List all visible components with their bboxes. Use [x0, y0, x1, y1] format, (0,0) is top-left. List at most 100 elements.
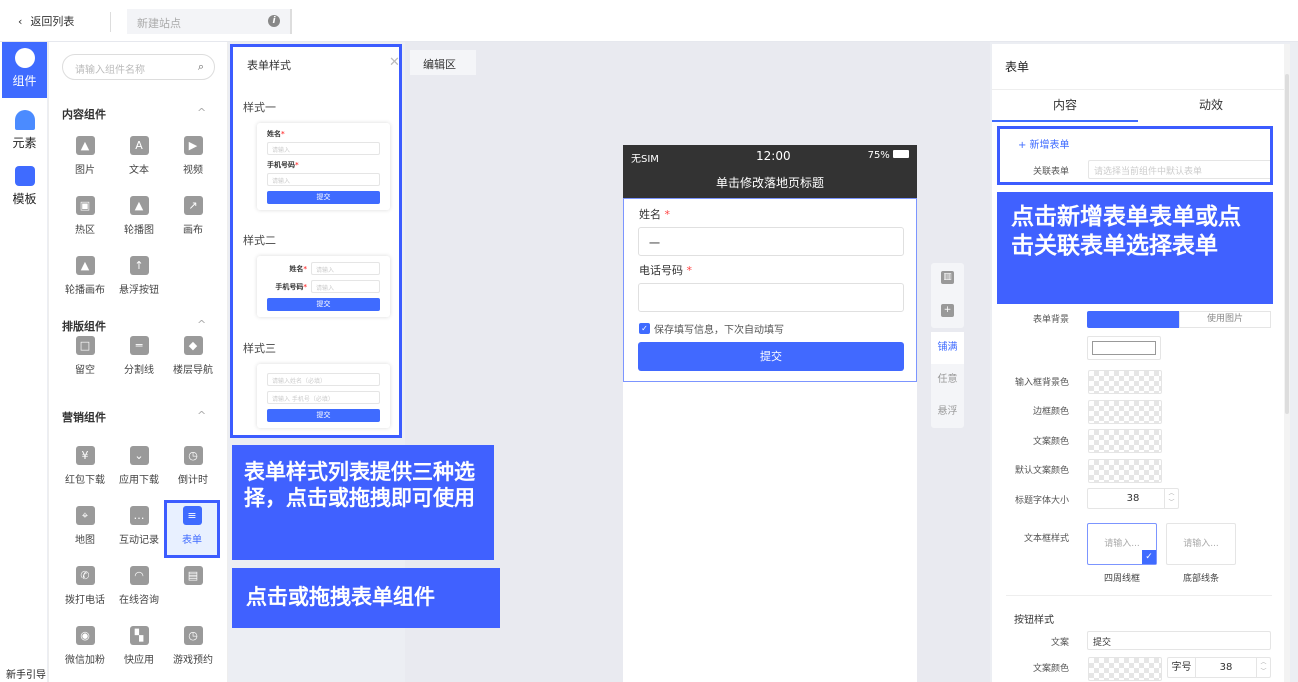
- nav-components[interactable]: 组件: [2, 42, 47, 98]
- callout-drag-form: 点击或拖拽表单组件: [232, 568, 500, 628]
- phone-preview: 无SIM 12:00 75% 单击修改落地页标题 姓名 * 一 电话号码 * ✓…: [623, 145, 917, 682]
- style-one-card[interactable]: 姓名* 请输入 手机号码* 请输入 提交: [257, 123, 390, 210]
- form-style-panel: 表单样式 ✕ 样式一 姓名* 请输入 手机号码* 请输入 提交 样式二 姓名*请…: [230, 44, 402, 438]
- back-to-list-button[interactable]: ‹返回列表: [18, 15, 75, 28]
- bg-color-picker[interactable]: [1087, 336, 1161, 360]
- trash-icon[interactable]: ▥: [941, 271, 954, 284]
- component-item[interactable]: ▶视频: [165, 130, 221, 188]
- section-layout[interactable]: 排版组件^: [62, 318, 207, 333]
- component-item[interactable]: ▲ 图片: [57, 130, 113, 188]
- duplicate-icon[interactable]: +: [941, 304, 954, 317]
- search-icon: ⌕: [197, 60, 204, 73]
- preview-button: 提交: [267, 191, 380, 204]
- form-component[interactable]: 姓名 * 一 电话号码 * ✓保存填写信息，下次自动填写 提交: [623, 198, 917, 382]
- style-two-card[interactable]: 姓名*请输入 手机号码*请输入 提交: [257, 256, 390, 317]
- preview-input: 请输入姓名（必填）: [267, 373, 380, 386]
- component-item[interactable]: ▤: [165, 560, 221, 618]
- component-label: 微信加粉: [65, 655, 105, 666]
- layout-modes: 铺满 任意 悬浮: [931, 332, 964, 428]
- button-text-color-picker[interactable]: [1088, 657, 1162, 681]
- submit-button[interactable]: 提交: [638, 342, 904, 371]
- input-bg-color-picker[interactable]: [1088, 370, 1162, 394]
- input-bg-label: 输入框背景色: [1014, 378, 1069, 388]
- component-item[interactable]: ◷倒计时: [165, 440, 221, 498]
- mode-free[interactable]: 任意: [937, 374, 958, 385]
- component-label: 文本: [129, 165, 149, 176]
- component-item[interactable]: ◷游戏预约: [165, 620, 221, 678]
- text-color-picker[interactable]: [1088, 429, 1162, 453]
- component-item[interactable]: ↗画布: [165, 190, 221, 248]
- section-content[interactable]: 内容组件^: [62, 106, 207, 121]
- nav-elements[interactable]: 元素: [2, 104, 47, 160]
- bg-image-option[interactable]: 使用图片: [1179, 311, 1271, 328]
- component-item[interactable]: ◉微信加粉: [57, 620, 113, 678]
- clock: 12:00: [756, 149, 791, 163]
- beginner-guide-link[interactable]: 新手引导: [6, 670, 46, 681]
- component-icon: ▲: [75, 256, 95, 275]
- tabs: 内容 动效: [992, 89, 1284, 122]
- component-search-input[interactable]: 请输入组件名称⌕: [62, 54, 215, 80]
- style-label: 样式一: [243, 101, 276, 114]
- tab-editor[interactable]: 编辑区: [410, 50, 476, 75]
- chevron-up-icon: ^: [197, 106, 207, 119]
- add-form-button[interactable]: + 新增表单: [1018, 140, 1070, 151]
- button-text-label: 文案: [1050, 638, 1069, 648]
- nav-templates[interactable]: 模板: [2, 160, 47, 216]
- section-marketing[interactable]: 营销组件^: [62, 409, 207, 424]
- component-item[interactable]: ◆楼层导航: [165, 330, 221, 388]
- component-icon: ▶: [183, 136, 203, 155]
- component-item[interactable]: …互动记录: [111, 500, 167, 558]
- style-three-card[interactable]: 请输入姓名（必填） 请输入 手机号（必填） 提交: [257, 364, 390, 428]
- close-icon[interactable]: ✕: [389, 55, 400, 70]
- stepper-arrows-icon[interactable]: ︿﹀: [1164, 489, 1178, 508]
- mode-float[interactable]: 悬浮: [937, 406, 958, 417]
- component-item[interactable]: □留空: [57, 330, 113, 388]
- component-item[interactable]: ▲轮播画布: [57, 250, 113, 308]
- checkbox-checked-icon: ✓: [639, 323, 650, 334]
- textbox-style-underline-option[interactable]: 请输入...: [1166, 523, 1236, 565]
- option-caption: 底部线条: [1182, 574, 1219, 584]
- component-label: 画布: [183, 225, 203, 236]
- border-color-label: 边框颜色: [1032, 407, 1069, 417]
- component-icon: ▲: [129, 196, 149, 215]
- tab-animation[interactable]: 动效: [1198, 98, 1223, 112]
- component-item[interactable]: ▚快应用: [111, 620, 167, 678]
- callout-new-form: 点击新增表单表单或点击关联表单选择表单: [997, 192, 1273, 304]
- component-item[interactable]: ✆拨打电话: [57, 560, 113, 618]
- component-item-selected[interactable]: ≡表单: [164, 500, 220, 558]
- textbox-style-box-option[interactable]: 请输入...✓: [1087, 523, 1157, 565]
- component-item[interactable]: ◠在线咨询: [111, 560, 167, 618]
- component-item[interactable]: ▲轮播图: [111, 190, 167, 248]
- tab-content[interactable]: 内容: [992, 90, 1138, 122]
- component-label: 图片: [75, 165, 95, 176]
- component-item[interactable]: ═分割线: [111, 330, 167, 388]
- component-item[interactable]: ▣热区: [57, 190, 113, 248]
- border-color-picker[interactable]: [1088, 400, 1162, 424]
- component-icon: ◷: [183, 626, 203, 645]
- info-icon[interactable]: i: [268, 15, 280, 27]
- bg-color-option[interactable]: [1087, 311, 1179, 328]
- field-label: 姓名: [289, 264, 304, 273]
- scrollbar[interactable]: [1284, 44, 1290, 682]
- component-item[interactable]: ¥红包下载: [57, 440, 113, 498]
- stepper-arrows-icon[interactable]: ︿﹀: [1256, 658, 1270, 677]
- button-text-input[interactable]: 提交: [1087, 631, 1271, 650]
- name-input[interactable]: 一: [638, 227, 904, 256]
- title-size-stepper[interactable]: 38︿﹀: [1087, 488, 1179, 509]
- page-title[interactable]: 单击修改落地页标题: [715, 176, 824, 190]
- default-text-color-picker[interactable]: [1088, 459, 1162, 483]
- panel-title: 表单样式: [247, 59, 291, 72]
- component-label: 拨打电话: [65, 595, 105, 606]
- remember-checkbox[interactable]: ✓保存填写信息，下次自动填写: [639, 321, 784, 336]
- component-icon: ¥: [75, 446, 95, 465]
- component-item[interactable]: ⌄应用下载: [111, 440, 167, 498]
- component-item[interactable]: ↑悬浮按钮: [111, 250, 167, 308]
- mode-fill[interactable]: 铺满: [931, 332, 964, 364]
- component-icon: ≡: [182, 506, 202, 525]
- component-icon: ▲: [75, 136, 95, 155]
- component-item[interactable]: ⌖地图: [57, 500, 113, 558]
- phone-input[interactable]: [638, 283, 904, 312]
